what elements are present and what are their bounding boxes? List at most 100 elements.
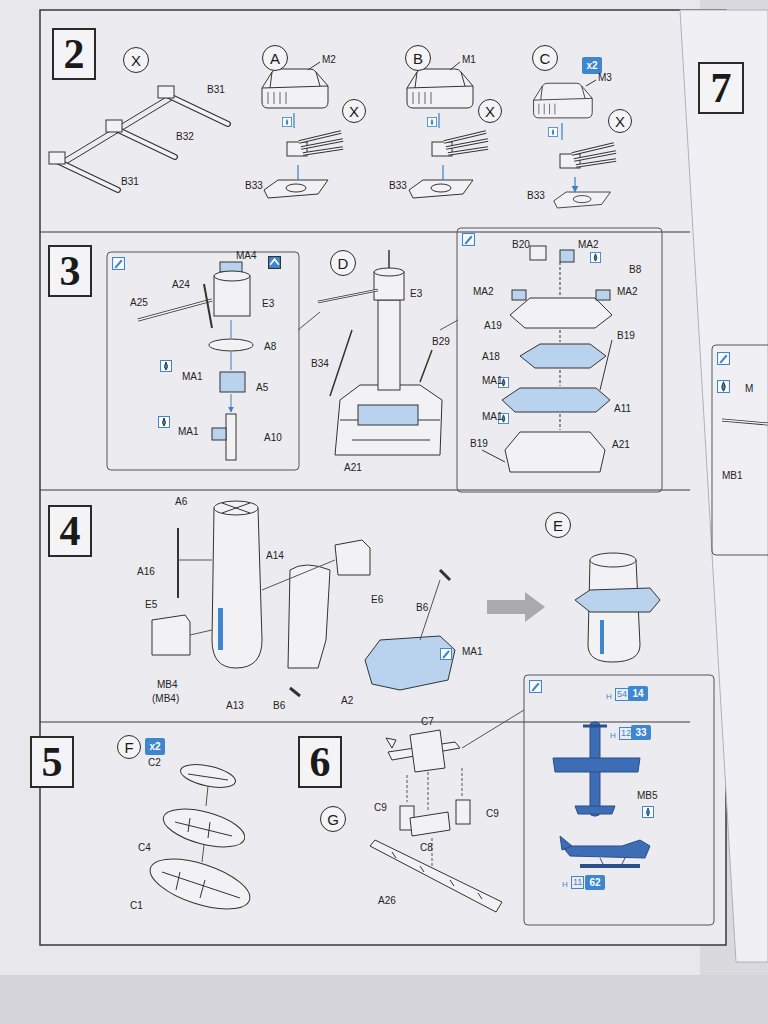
step-7-partial-part [712,345,768,555]
step-2-gun-assembly-part [55,94,228,190]
step-3-deck-stack-part [530,246,546,260]
step-6-seaplane-part [392,852,482,899]
paint-code: H [562,879,568,891]
paint-code: H [606,691,612,703]
step-number: 2 [64,30,85,78]
part-number: B6 [416,602,428,614]
step-2-gun-assembly [49,86,228,190]
part-number: MB4 [157,679,178,691]
step-3-tower-parts-part [269,257,281,269]
paint-code: 54 [615,688,629,701]
step-2-gun-assembly-part [62,96,172,164]
step-number: 6 [310,738,331,786]
step-6-seaplane-part [462,710,524,748]
part-number: A24 [172,279,190,291]
step-number: 5 [42,738,63,786]
assembly-letter-circle: X [123,47,149,73]
step-3-deck-stack-part [560,262,561,430]
step-2-turrets-part [432,132,488,156]
part-number: A25 [130,297,148,309]
assembly-letter-circle: C [532,45,558,71]
step-4-funnel-part [288,565,330,668]
step-2-turrets-part [294,113,575,192]
step-5-boats [144,760,255,919]
assembly-letter-circle: G [320,806,346,832]
step-3-tower-parts-part [159,417,170,428]
step-4-funnel-part [212,508,262,668]
assembly-letter-circle: F [117,735,141,759]
step-3-deck-stack-part [463,234,475,246]
part-number: B19 [470,438,488,450]
step-6-seaplane-part [370,840,502,912]
step-3-deck-stack-part [457,228,662,492]
step-2-turrets-part [409,180,473,198]
part-number: MA1 [182,371,203,383]
step-number: 4 [60,507,81,555]
paper-sheets-part [0,975,768,1024]
step-5-boats-part [144,849,255,919]
color-code-badge: 14 [628,686,648,701]
step-6-painted-plane-part [600,858,625,866]
assembly-letter-circle: X [478,99,502,123]
part-number: MA2 [578,239,599,251]
step-6-painted-plane-part [562,840,650,858]
callout-letter: F [124,739,133,756]
step-4-funnel-part [214,501,258,515]
callout-letter: X [485,103,495,120]
part-number: MA2 [473,286,494,298]
step-2-gun-assembly-part [158,86,174,98]
part-number: B34 [311,358,329,370]
callout-letter: A [270,50,280,67]
step-3-tower-parts-part [214,271,250,281]
step-3-deck-stack-part [520,344,606,368]
step-number-box: 4 [48,505,92,557]
step-3-assembled-tower-part [358,405,418,425]
step-4-funnel-part [218,608,223,650]
part-number: C1 [130,900,143,912]
part-number: A11 [614,403,631,415]
color-code-badge: 33 [631,725,651,740]
badge-text: 62 [589,877,600,888]
part-number: MA1 [462,646,483,658]
part-number: C9 [374,802,387,814]
step-6-seaplane [370,675,714,925]
step-3-tower-parts-part [298,312,320,330]
step-3-assembled-tower-part [388,250,390,268]
step-6-seaplane-part [407,768,462,866]
paper-sheets-part [680,10,768,962]
part-number: A5 [256,382,268,394]
step-5-boats-part [188,774,228,780]
step-3-assembled-tower-part [440,320,458,330]
part-number: B33 [245,180,263,192]
step-7-partial-part [718,353,730,365]
badge-text: x2 [149,741,160,752]
step-3-assembled-tower [318,250,458,455]
part-number: C7 [421,716,434,728]
step-3-tower-parts-part [138,300,212,320]
part-number: A18 [482,351,500,363]
step-7-partial-part [722,420,768,424]
paint-code: 11 [571,876,584,889]
step-2-turrets-part [287,132,343,156]
step-3-tower-parts [107,252,320,470]
part-number: B19 [617,330,635,342]
part-number: A6 [175,496,187,508]
part-number: M2 [322,54,336,66]
step-3-tower-parts-part [212,428,226,440]
step-number-box: 3 [48,245,92,297]
step-2-turrets-part [427,117,436,126]
part-number: B33 [527,190,545,202]
step-7-partial-part [718,381,730,393]
part-number: A26 [378,895,396,907]
step-3-assembled-tower-part [330,330,432,396]
callout-letter: C [540,50,551,67]
step-3-deck-stack-part [560,250,574,262]
part-number: MA1 [482,411,503,423]
part-number: A21 [344,462,362,474]
part-number: E5 [145,599,157,611]
step-6-painted-plane-part [575,806,615,814]
part-number: C9 [486,808,499,820]
assembly-letter-circle: A [262,45,288,71]
part-number: B31 [207,84,225,96]
step-number: 7 [711,64,732,112]
